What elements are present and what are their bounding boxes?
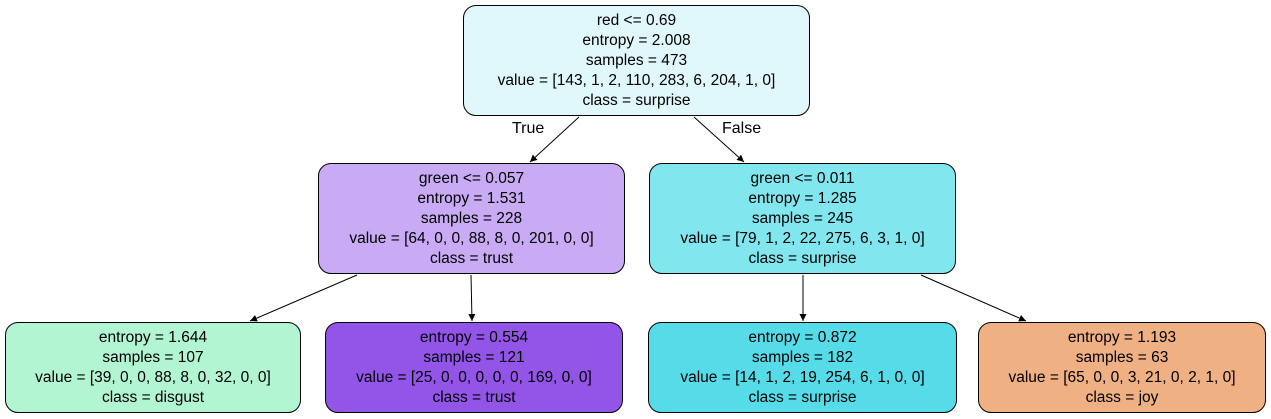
node-split-condition: green <= 0.057 [418, 169, 525, 187]
node-entropy: entropy = 0.554 [419, 328, 529, 346]
edge-n2-n6 [920, 274, 1027, 322]
tree-leaf-surprise: entropy = 0.872 samples = 182 value = [1… [648, 322, 957, 413]
node-class: class = trust [432, 388, 516, 406]
node-split-condition: red <= 0.69 [596, 11, 677, 29]
edge-n1-n3 [249, 274, 358, 322]
edge-n0-n1 [529, 116, 580, 163]
tree-node-right: green <= 0.011 entropy = 1.285 samples =… [649, 163, 956, 274]
node-samples: samples = 473 [585, 51, 688, 69]
node-entropy: entropy = 2.008 [582, 31, 691, 49]
node-class: class = trust [429, 249, 514, 267]
edge-n0-n2 [693, 116, 745, 163]
node-class: class = surprise [748, 249, 857, 267]
node-samples: samples = 182 [751, 348, 854, 366]
tree-node-left: green <= 0.057 entropy = 1.531 samples =… [318, 163, 625, 274]
node-class: class = joy [1085, 388, 1159, 406]
edge-label-true: True [512, 120, 545, 137]
node-class: class = surprise [582, 91, 691, 109]
tree-leaf-joy: entropy = 1.193 samples = 63 value = [65… [978, 322, 1266, 413]
node-value: value = [143, 1, 2, 110, 283, 6, 204, 1,… [497, 71, 776, 89]
node-value: value = [79, 1, 2, 22, 275, 6, 3, 1, 0] [680, 229, 925, 247]
node-value: value = [14, 1, 2, 19, 254, 6, 1, 0, 0] [680, 368, 925, 386]
node-samples: samples = 245 [751, 209, 854, 227]
node-split-condition: green <= 0.011 [750, 169, 855, 187]
node-samples: samples = 121 [423, 348, 525, 366]
node-samples: samples = 228 [420, 209, 523, 227]
node-entropy: entropy = 0.872 [748, 328, 857, 346]
node-value: value = [39, 0, 0, 88, 8, 0, 32, 0, 0] [35, 368, 271, 386]
tree-leaf-disgust: entropy = 1.644 samples = 107 value = [3… [5, 322, 301, 413]
node-class: class = disgust [101, 388, 205, 406]
node-value: value = [64, 0, 0, 88, 8, 0, 201, 0, 0] [349, 229, 594, 247]
tree-node-root: red <= 0.69 entropy = 2.008 samples = 47… [463, 5, 810, 116]
node-class: class = surprise [748, 388, 857, 406]
node-entropy: entropy = 1.285 [748, 189, 857, 207]
tree-leaf-trust: entropy = 0.554 samples = 121 value = [2… [325, 322, 623, 413]
node-value: value = [65, 0, 0, 3, 21, 0, 2, 1, 0] [1008, 368, 1236, 386]
node-entropy: entropy = 1.531 [417, 189, 526, 207]
node-samples: samples = 107 [102, 348, 204, 366]
node-value: value = [25, 0, 0, 0, 0, 0, 169, 0, 0] [356, 368, 592, 386]
node-entropy: entropy = 1.193 [1067, 328, 1177, 346]
edge-label-false: False [722, 120, 762, 137]
node-samples: samples = 63 [1075, 348, 1169, 366]
node-entropy: entropy = 1.644 [98, 328, 208, 346]
edge-n1-n4 [468, 274, 476, 322]
